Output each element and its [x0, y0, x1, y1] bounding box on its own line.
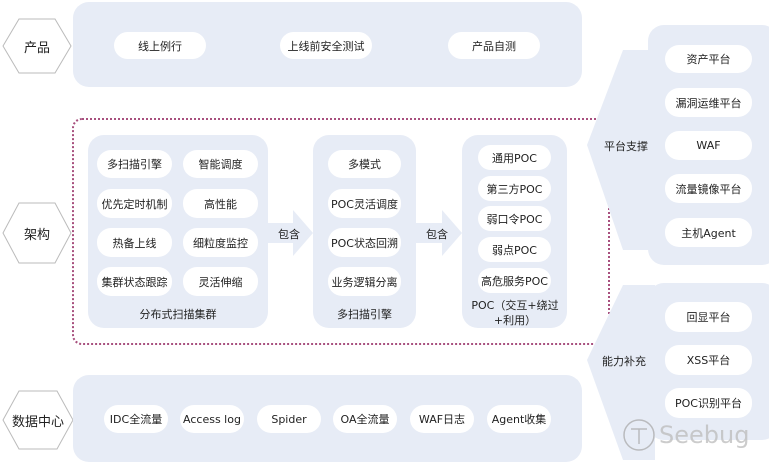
data-source-item: Agent收集: [487, 405, 551, 433]
engine-item: POC状态回溯: [328, 228, 401, 257]
watermark-text: Seebug: [659, 421, 750, 449]
data-source-item: OA全流量: [333, 405, 397, 433]
arrow-right-icon: [416, 210, 462, 256]
cluster-item: 高性能: [183, 189, 258, 218]
seebug-logo-icon: [623, 419, 655, 451]
engine-item: 业务逻辑分离: [328, 267, 401, 296]
hexagon-architecture: 架构: [2, 202, 72, 264]
platform-item: 主机Agent: [665, 218, 752, 247]
cluster-item: 智能调度: [183, 150, 258, 178]
poc-item: 弱点POC: [478, 237, 551, 262]
cluster-item: 集群状态跟踪: [97, 267, 172, 296]
arrow-right-icon: [268, 210, 313, 256]
data-source-item: IDC全流量: [104, 405, 168, 433]
poc-title: POC（交互+绕过+利用）: [471, 299, 559, 327]
row-label-product: 产品: [23, 40, 50, 56]
data-source-item: WAF日志: [410, 405, 474, 433]
row-label-data-center: 数据中心: [11, 414, 64, 430]
cluster-item: 优先定时机制: [97, 189, 172, 218]
left-arrow-shape: [587, 285, 655, 460]
row-label-architecture: 架构: [23, 227, 50, 243]
platform-item: WAF: [665, 131, 752, 160]
hexagon-data-center: 数据中心: [2, 390, 74, 450]
cluster-item: 灵活伸缩: [183, 267, 258, 296]
capability-item: POC识别平台: [665, 388, 752, 418]
cluster-item: 细粒度监控: [183, 228, 258, 257]
product-item: 产品自测: [448, 32, 540, 59]
platform-label: 平台支撑: [604, 140, 648, 153]
cluster-title: 分布式扫描集群: [139, 308, 217, 321]
data-source-item: Access log: [180, 405, 244, 433]
data-source-item: Spider: [257, 405, 321, 433]
engine-title: 多扫描引擎: [337, 308, 392, 321]
engine-item: 多模式: [328, 150, 401, 178]
product-item: 线上例行: [114, 32, 206, 59]
arrow-label: 包含: [426, 228, 448, 241]
arrow-label: 包含: [278, 228, 300, 241]
capability-label: 能力补充: [602, 355, 646, 368]
platform-item: 资产平台: [665, 45, 752, 73]
capability-item: XSS平台: [665, 345, 752, 375]
poc-item: 弱口令POC: [478, 206, 551, 231]
capability-item: 回显平台: [665, 302, 752, 332]
poc-item: 通用POC: [478, 145, 551, 170]
product-item: 上线前安全测试: [280, 32, 372, 59]
engine-item: POC灵活调度: [328, 189, 401, 218]
cluster-item: 多扫描引擎: [97, 150, 172, 178]
poc-item: 高危服务POC: [478, 268, 551, 293]
seebug-watermark: Seebug: [622, 418, 749, 452]
poc-item: 第三方POC: [478, 176, 551, 201]
cluster-item: 热备上线: [97, 228, 172, 257]
architecture-dotted-box: [72, 118, 610, 345]
platform-item: 漏洞运维平台: [665, 88, 752, 117]
hexagon-product: 产品: [2, 18, 72, 74]
platform-item: 流量镜像平台: [665, 174, 752, 203]
left-arrow-shape: [587, 50, 655, 250]
